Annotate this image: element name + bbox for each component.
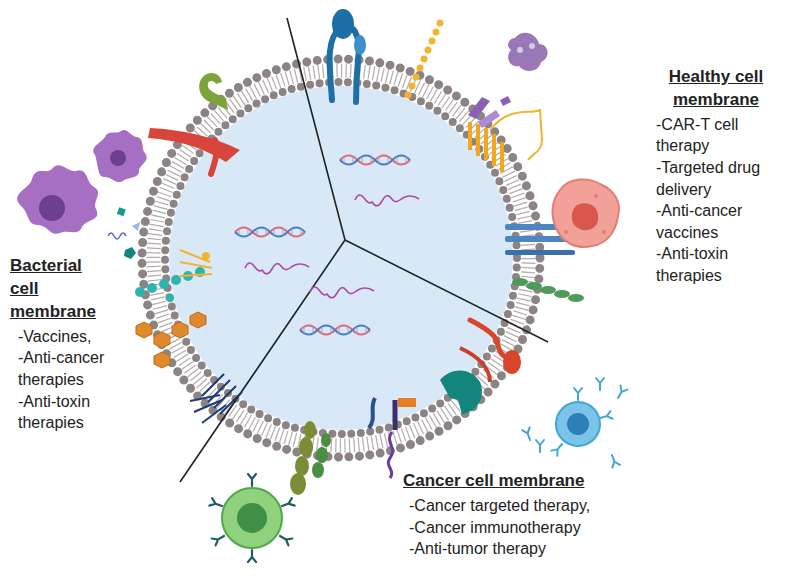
section-heading: Bacterial cell membrane xyxy=(10,255,106,324)
application-item: -Vaccines, xyxy=(10,326,122,348)
application-item: -Cancer targeted therapy, xyxy=(403,495,653,517)
section-heading: Healthy cell membrane xyxy=(642,66,790,112)
application-item: -Anti-cancer therapies xyxy=(10,347,122,390)
application-item: -Anti-toxin therapies xyxy=(10,391,122,434)
application-item: -Cancer immunotherapy xyxy=(403,517,653,539)
bacterial-membrane-group: Bacterial cell membrane-Vaccines,-Anti-c… xyxy=(10,255,122,434)
application-item: -CAR-T cell therapy xyxy=(642,114,790,157)
healthy-membrane-group: Healthy cell membrane-CAR-T cell therapy… xyxy=(642,66,790,287)
application-item: -Anti-toxin therapies xyxy=(642,243,790,286)
cancer-membrane-group: Cancer cell membrane-Cancer targeted the… xyxy=(403,470,653,560)
section-heading: Cancer cell membrane xyxy=(403,470,653,493)
application-item: -Anti-cancer vaccines xyxy=(642,200,790,243)
application-item: -Targeted drug delivery xyxy=(642,157,790,200)
application-item: -Anti-tumor therapy xyxy=(403,538,653,560)
